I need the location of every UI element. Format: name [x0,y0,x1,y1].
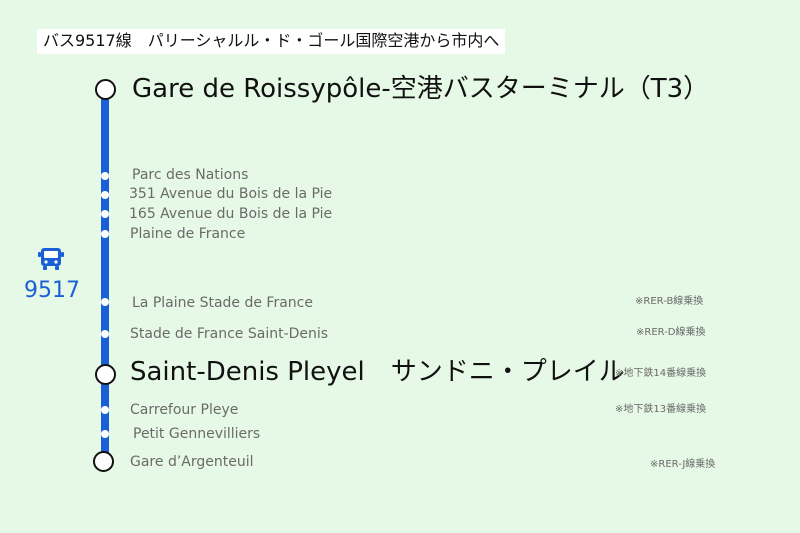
stop-marker-minor [101,191,109,199]
stop-marker-minor [101,298,109,306]
transfer-note-metro-14: ※地下鉄14番線乗換 [615,368,707,379]
stop-label-saint-denis-pleyel: Saint-Denis Pleyel サンドニ・プレイル [130,357,625,387]
transfer-note-rer-d: ※RER-D線乗換 [636,327,706,338]
stop-marker-minor [101,330,109,338]
stop-label-carrefour-pleye: Carrefour Pleye [130,402,239,418]
stop-marker-terminus [93,451,114,472]
route-number: 9517 [24,278,80,303]
stop-label-la-plaine: La Plaine Stade de France [132,295,313,311]
page-title: バス9517線 パリーシャルル・ド・ゴール国際空港から市内へ [37,29,506,54]
stop-label-stade-de-france: Stade de France Saint-Denis [130,326,329,342]
stop-label-petit-gennevilliers: Petit Gennevilliers [133,426,261,442]
stop-marker-minor [101,430,109,438]
transfer-note-metro-13: ※地下鉄13番線乗換 [615,404,707,415]
stop-marker-minor [101,210,109,218]
stop-marker-minor [101,172,109,180]
stop-label-351-avenue: 351 Avenue du Bois de la Pie [129,186,333,202]
stop-marker-major [95,79,116,100]
transfer-note-rer-j: ※RER-J線乗換 [650,459,716,470]
stop-marker-minor [101,406,109,414]
stop-marker-minor [101,230,109,238]
stop-label-gare-dargenteuil: Gare d’Argenteuil [130,454,254,470]
stop-label-parc-des-nations: Parc des Nations [132,167,249,183]
bus-icon [38,248,64,270]
stop-marker-major [95,364,116,385]
stop-label-roissypole: Gare de Roissypôle-空港バスターミナル（T3） [132,74,710,104]
transfer-note-rer-b: ※RER-B線乗換 [635,296,704,307]
stop-label-165-avenue: 165 Avenue du Bois de la Pie [129,206,333,222]
stop-label-plaine-de-france: Plaine de France [130,226,246,242]
route-line [101,88,109,462]
